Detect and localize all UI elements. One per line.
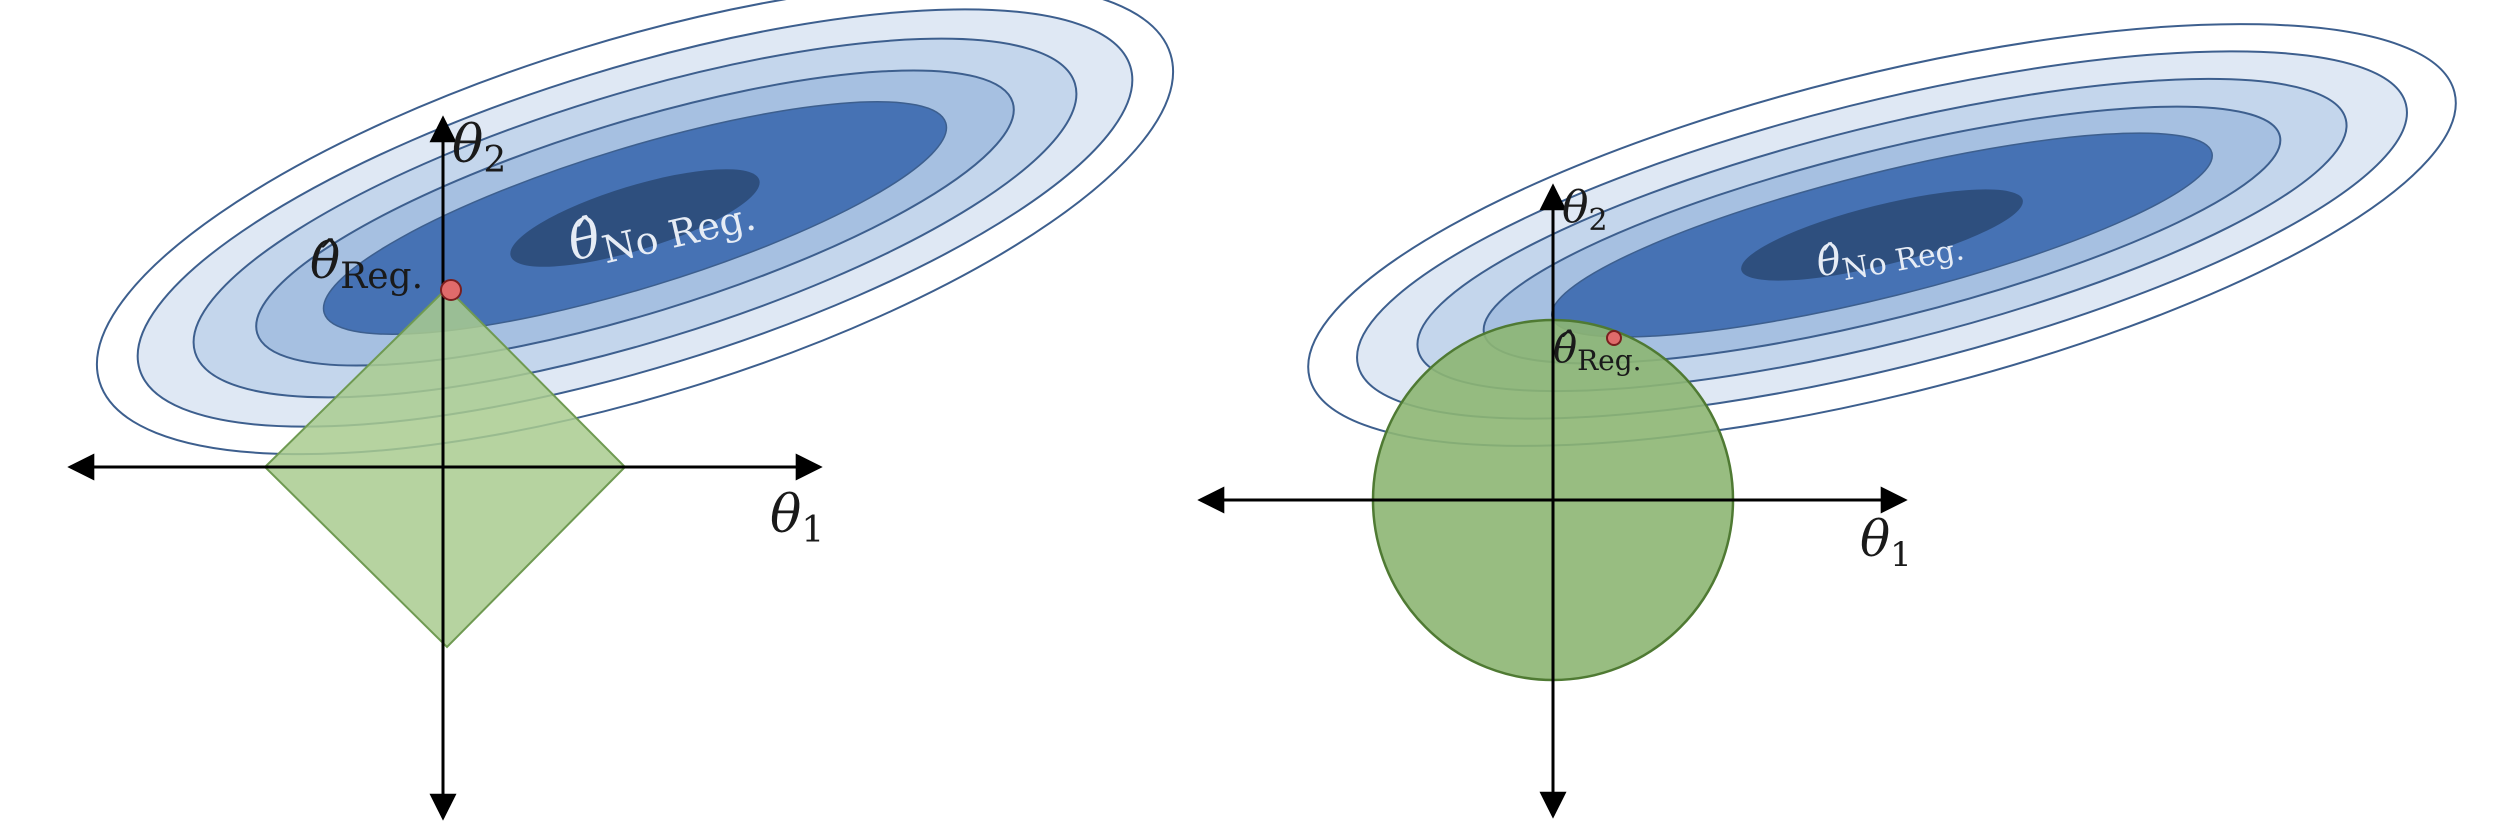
loss-contours-l2 (1307, 23, 2457, 447)
loss-contours-l1 (95, 0, 1175, 456)
contour-level-1 (1307, 23, 2457, 447)
theta2-label-l2: θ2 (1562, 182, 1608, 238)
reg-estimate-label-l2: θ̂Reg. (1553, 326, 1642, 377)
contour-level-6 (1741, 189, 2023, 281)
regularized-estimate-point-l1 (440, 279, 462, 301)
theta2-label-l1: θ2 (452, 115, 506, 181)
regularized-estimate-point-l2 (1606, 330, 1622, 346)
panel-l2: θ1 θ2 θ̂Reg. θ̂No Reg. (1197, 23, 2457, 819)
panel-l1: θ1 θ2 θ̂Reg. θ̂No Reg. (67, 0, 1175, 821)
reg-estimate-label-l1: θ̂Reg. (310, 232, 423, 297)
contour-level-6 (510, 169, 760, 267)
theta1-label-l2: θ1 (1860, 510, 1912, 575)
contour-level-1 (95, 0, 1175, 456)
theta1-label-l1: θ1 (770, 485, 824, 551)
